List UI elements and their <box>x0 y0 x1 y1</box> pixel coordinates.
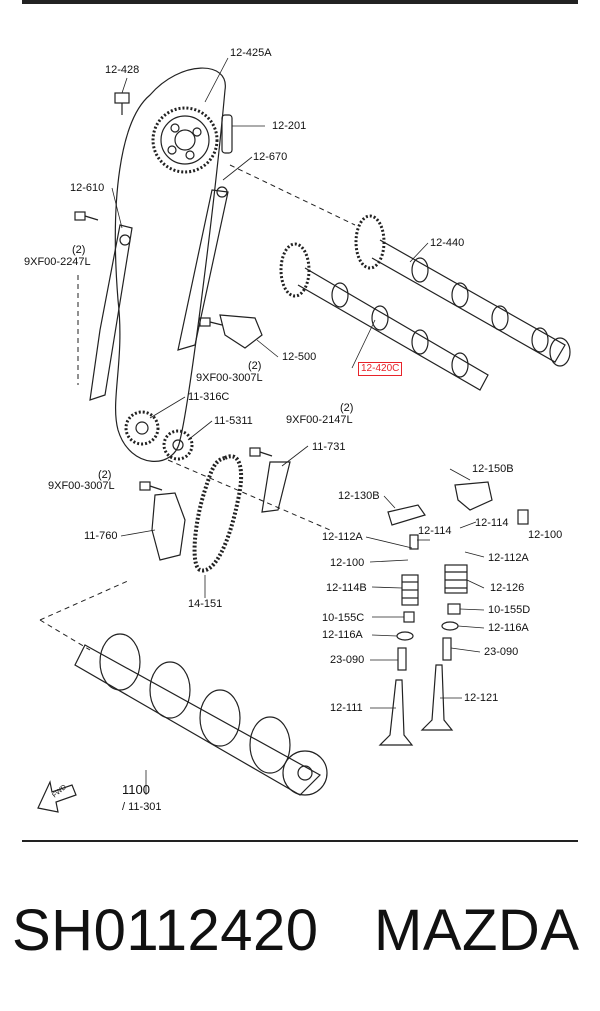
bolt-icon <box>114 92 130 115</box>
label-23-090-a: 23-090 <box>330 654 365 666</box>
label-12-130B: 12-130B <box>338 490 380 502</box>
fwd-arrow-icon <box>37 780 77 813</box>
label-9XF00-2247L: 9XF00-2247L <box>24 256 91 268</box>
label-11-316C: 11-316C <box>188 391 230 403</box>
label-10-155D: 10-155D <box>488 604 531 616</box>
bolt-2247L-icon <box>74 211 99 221</box>
intake-valve-icon <box>378 679 414 746</box>
valve-spring-a-icon <box>401 574 419 606</box>
top-rule <box>22 0 578 4</box>
label-12-116A-b: 12-116A <box>488 622 529 634</box>
parts-diagram <box>37 57 571 813</box>
intake-camshaft-icon <box>279 242 489 391</box>
label-12-610: 12-610 <box>70 182 105 194</box>
rocker-arm-icon <box>387 504 426 526</box>
bolt-2147L-icon <box>249 447 273 457</box>
oil-chain-guide-icon <box>261 461 291 513</box>
valve-spring-b-icon <box>444 564 468 594</box>
label-9XF00-3007L-a: 9XF00-3007L <box>196 372 263 384</box>
label-12-111: 12-111 <box>330 702 363 714</box>
part-number: SH0112420 <box>12 898 319 963</box>
chain-guide-left-icon <box>89 224 133 401</box>
label-12-201: 12-201 <box>272 120 307 132</box>
exhaust-valve-icon <box>420 664 454 731</box>
label-12-428: 12-428 <box>105 64 140 76</box>
label-qty-b: (2) <box>248 360 262 372</box>
label-12-425A: 12-425A <box>230 47 272 59</box>
bottom-rule <box>22 840 578 842</box>
label-12-114B: 12-114B <box>326 582 367 594</box>
label-12-670: 12-670 <box>253 151 288 163</box>
oil-chain-tensioner-icon <box>151 492 186 561</box>
cam-sprocket-icon <box>151 106 219 174</box>
label-12-100-b: 12-100 <box>330 557 365 569</box>
lash-adjuster-b-icon <box>517 509 529 525</box>
hla-rocker-icon <box>454 481 493 511</box>
crank-sprocket-icon <box>124 410 160 446</box>
crankshaft-icon <box>74 633 328 796</box>
label-12-440: 12-440 <box>430 237 465 249</box>
label-12-114-a: 12-114 <box>418 525 452 537</box>
label-12-420C-highlight[interactable]: 12-420C <box>358 362 403 376</box>
label-qty-d: (2) <box>98 469 112 481</box>
label-qty-a: (2) <box>72 244 86 256</box>
label-12-112A-a: 12-112A <box>322 531 363 543</box>
label-qty-c: (2) <box>340 402 354 414</box>
label-10-155C: 10-155C <box>322 612 365 624</box>
label-14-151: 14-151 <box>188 598 223 610</box>
label-12-112A-b: 12-112A <box>488 552 529 564</box>
label-12-114-b: 12-114 <box>475 517 509 529</box>
label-12-121: 12-121 <box>464 692 499 704</box>
bolt-3007L-icon <box>199 317 223 327</box>
label-12-116A-a: 12-116A <box>322 629 363 641</box>
chain-guide-icon <box>221 114 233 154</box>
label-1100: 1100 <box>122 782 150 797</box>
oil-pump-sprocket-icon <box>162 429 194 461</box>
label-9XF00-3007L-b: 9XF00-3007L <box>48 480 115 492</box>
bracket-icon <box>219 314 263 349</box>
label-11-731: 11-731 <box>312 441 346 453</box>
label-12-126: 12-126 <box>490 582 525 594</box>
bolt-3007L-b-icon <box>139 481 163 491</box>
lash-adjuster-a-icon <box>409 534 419 550</box>
label-11-5311: 11-5311 <box>214 415 253 427</box>
label-11-301: / 11-301 <box>122 801 162 813</box>
label-9XF00-2147L: 9XF00-2147L <box>286 414 353 426</box>
label-12-150B: 12-150B <box>472 463 514 475</box>
exhaust-camshaft-icon <box>354 214 571 367</box>
brand-name: MAZDA <box>374 898 580 963</box>
tensioner-arm-icon <box>177 189 229 351</box>
label-11-760: 11-760 <box>84 530 118 542</box>
label-12-500: 12-500 <box>282 351 317 363</box>
label-23-090-b: 23-090 <box>484 646 519 658</box>
label-12-100-a: 12-100 <box>528 529 563 541</box>
oil-pump-chain-icon <box>192 454 244 573</box>
